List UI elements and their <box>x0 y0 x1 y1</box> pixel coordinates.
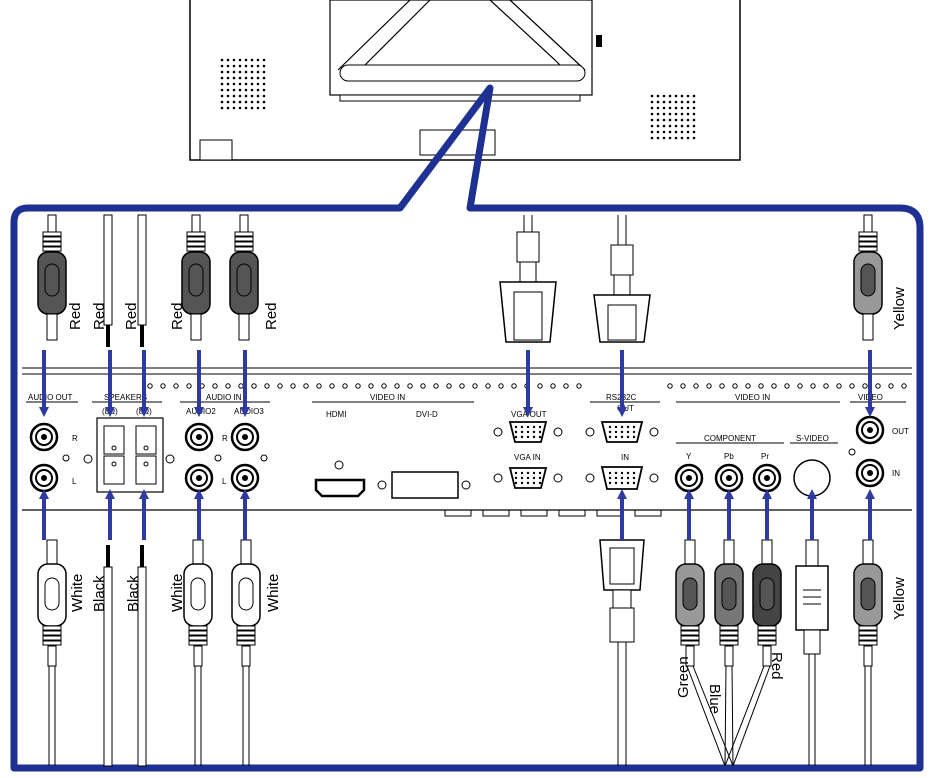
label-component: COMPONENT <box>704 434 756 443</box>
plug-component-blue <box>714 539 744 667</box>
dvi-port <box>377 471 471 499</box>
label-vga-in: VGA IN <box>514 453 541 462</box>
audio-out-jacks <box>29 422 70 493</box>
video-out-jack <box>855 415 885 445</box>
vga-in-port <box>493 467 563 489</box>
plug-audio3-white <box>231 539 261 667</box>
speaker-wire-black-1 <box>103 545 113 767</box>
cable-label-red-3: Red <box>123 302 140 330</box>
vga-in-cable-plug <box>599 539 645 766</box>
vga-cable-plug <box>499 215 557 343</box>
speaker-grille-right <box>650 94 696 140</box>
label-audio-out-r: R <box>72 434 78 443</box>
cable-label-red-2: Red <box>91 302 108 330</box>
hdmi-port <box>314 460 366 498</box>
cable-label-white-3: White <box>265 574 282 612</box>
audio2-jack-l <box>184 463 214 493</box>
label-hdmi: HDMI <box>326 410 346 419</box>
connection-arrows <box>39 350 875 540</box>
cable-label-black-2: Black <box>125 575 142 612</box>
audio3-wire <box>242 666 250 766</box>
component-wires <box>686 665 771 767</box>
label-audio-out: AUDIO OUT <box>28 393 73 402</box>
plug-audio-out-white <box>37 539 67 667</box>
cables <box>37 214 883 767</box>
component-pb-jack <box>714 463 744 493</box>
audio3-jack-r <box>230 422 260 452</box>
plug-component-red <box>752 539 782 667</box>
plug-audio3-red <box>229 214 259 341</box>
video-jacks <box>848 415 885 488</box>
label-video-out: OUT <box>892 427 909 436</box>
video-in-jack <box>855 458 885 488</box>
label-audio2-r: R <box>222 434 228 443</box>
cable-label-black-1: Black <box>91 575 108 612</box>
component-y-jack <box>674 463 704 493</box>
audio2-wire <box>194 666 202 766</box>
cable-label-red-bottom: Red <box>768 652 785 680</box>
cable-label-white-2: White <box>169 574 186 612</box>
speaker-wire-red-2 <box>137 214 147 347</box>
cable-label-red-5: Red <box>263 302 280 330</box>
cable-label-blue: Blue <box>706 684 723 714</box>
audio-out-jack-r <box>29 422 59 452</box>
label-pb: Pb <box>724 452 734 461</box>
audio-out-wire <box>48 666 56 766</box>
cable-label-yellow-bottom: Yellow <box>891 577 908 620</box>
speaker-wire-black-2 <box>137 545 147 767</box>
plug-audio2-red <box>181 214 211 341</box>
audio2-jack-r <box>184 422 214 452</box>
label-audio3: AUDIO3 <box>234 407 264 416</box>
cable-label-green: Green <box>675 656 692 698</box>
s-video-port <box>793 459 831 497</box>
speaker-wire-red-1 <box>103 214 113 347</box>
terminal-panel <box>22 367 912 517</box>
rs232c-cable-plug <box>593 215 651 343</box>
plug-video-yellow-top <box>853 214 883 341</box>
label-audio2-l: L <box>222 477 227 486</box>
label-rs-out: OUT <box>617 404 634 413</box>
plug-component-green <box>675 539 705 667</box>
label-speakers: SPEAKERS <box>104 393 147 402</box>
plug-audio-out-red <box>37 214 67 341</box>
label-audio-out-l: L <box>72 477 77 486</box>
label-audio2: AUDIO2 <box>186 407 216 416</box>
callout-frame <box>10 84 924 772</box>
panel-screw-row <box>147 383 907 389</box>
label-audio-in: AUDIO IN <box>206 393 242 402</box>
s-video-cable-plug <box>795 539 829 766</box>
label-s-video: S-VIDEO <box>796 434 829 443</box>
plug-video-yellow-bottom <box>853 539 883 667</box>
rs232c-out-port <box>585 421 659 443</box>
cable-label-white-1: White <box>69 574 86 612</box>
label-pr: Pr <box>761 452 769 461</box>
label-y: Y <box>686 452 692 461</box>
label-video-in: IN <box>892 469 900 478</box>
video-wire <box>864 666 872 766</box>
label-video-in-left: VIDEO IN <box>370 393 405 402</box>
cable-label-red-4: Red <box>169 302 186 330</box>
label-video-in-right: VIDEO IN <box>735 393 770 402</box>
monitor-rear <box>189 0 741 161</box>
audio-out-jack-l <box>29 463 59 493</box>
rs232c-in-port <box>585 466 659 490</box>
label-rs-in: IN <box>621 453 629 462</box>
vga-out-port <box>493 421 563 443</box>
speaker-grille-left <box>220 58 266 110</box>
component-pr-jack <box>752 463 782 493</box>
audio-in-jacks <box>184 422 268 493</box>
cable-label-red-1: Red <box>67 302 84 330</box>
cable-label-yellow-top: Yellow <box>891 287 908 330</box>
component-jacks <box>674 463 782 493</box>
speaker-terminals <box>83 417 175 493</box>
plug-audio2-white <box>183 539 213 667</box>
label-dvi-d: DVI-D <box>416 410 438 419</box>
audio3-jack-l <box>230 463 260 493</box>
